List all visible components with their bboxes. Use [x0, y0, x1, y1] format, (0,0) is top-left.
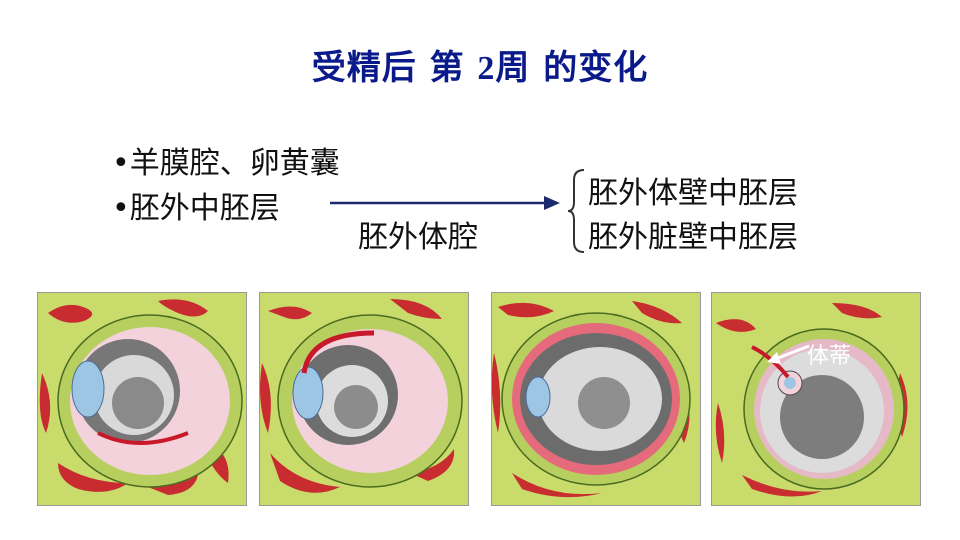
embryo-illustration-3	[491, 292, 701, 506]
title-part1: 受精后 第	[311, 48, 478, 88]
bullet-item-2: •胚外中胚层	[112, 191, 280, 226]
slide-title: 受精后 第 2周 的变化	[0, 40, 960, 89]
embryo-illustration-1	[37, 292, 247, 506]
title-part2: 周 的变化	[495, 48, 649, 88]
derived-layer-2: 胚外脏壁中胚层	[588, 220, 798, 255]
connecting-stalk-label: 体蒂	[807, 344, 852, 369]
embryo-illustration-2	[259, 292, 469, 506]
bullet-item-1: •羊膜腔、卵黄囊	[112, 146, 340, 181]
right-arrow-icon	[330, 196, 560, 210]
left-arrow-icon	[767, 344, 810, 364]
brace-icon	[567, 169, 585, 253]
arrow-label: 胚外体腔	[358, 220, 478, 255]
title-number: 2	[477, 50, 496, 87]
embryo-illustration-4	[711, 292, 921, 506]
derived-layer-1: 胚外体壁中胚层	[588, 176, 798, 211]
